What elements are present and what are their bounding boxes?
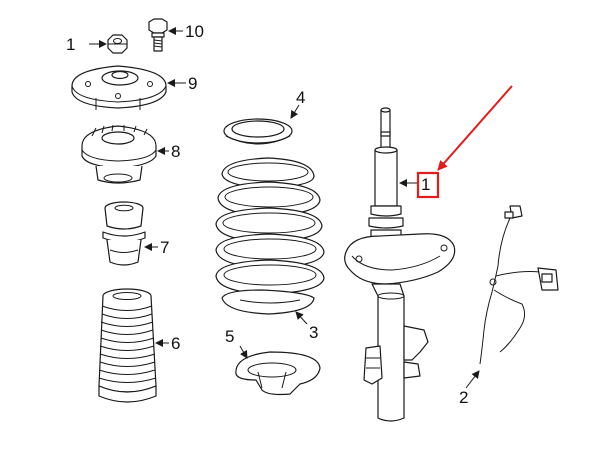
part-4-spring-insulator[interactable]: [223, 118, 293, 145]
callout-4: 4: [296, 88, 305, 107]
part-3-coil-spring[interactable]: [215, 157, 325, 315]
callout-3: 3: [309, 323, 318, 342]
part-10-bolt[interactable]: [148, 18, 168, 52]
part-7-bump-stop[interactable]: [102, 201, 146, 266]
highlight-box: [416, 171, 440, 199]
callout-10: 10: [185, 22, 204, 41]
part-11-nut[interactable]: [107, 34, 128, 54]
callout-1: 1: [421, 175, 430, 194]
part-8-strut-bearing[interactable]: [81, 124, 157, 184]
callout-6: 6: [171, 334, 180, 353]
callout-9: 9: [188, 74, 197, 93]
callout-8: 8: [171, 142, 180, 161]
callout-7: 7: [160, 238, 169, 257]
callout-5: 5: [225, 327, 234, 346]
part-5-lower-spring-seat[interactable]: [235, 351, 321, 396]
callout-2: 2: [459, 388, 468, 407]
part-2-sensor-wire[interactable]: [479, 205, 559, 365]
part-6-dust-boot[interactable]: [98, 288, 157, 403]
highlight-arrow: [437, 85, 513, 171]
part-1-strut-assembly[interactable]: [344, 107, 456, 422]
part-9-upper-mount[interactable]: [71, 65, 167, 110]
callout-11: 1: [66, 35, 75, 54]
